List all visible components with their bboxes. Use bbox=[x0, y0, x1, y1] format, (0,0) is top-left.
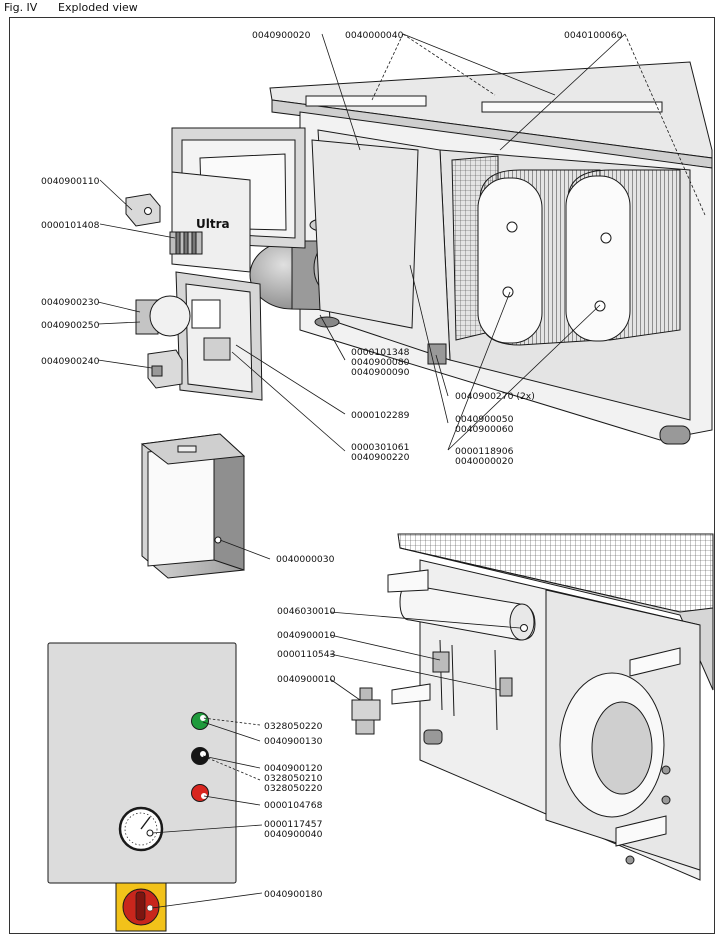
callout-0000102289: 0000102289 bbox=[351, 410, 410, 421]
control-panel bbox=[47, 642, 237, 884]
green-indicator-lamp bbox=[191, 712, 209, 730]
pressure-gauge bbox=[118, 806, 164, 852]
callout-0000104768: 0000104768 bbox=[264, 800, 323, 811]
machine-unit-illustration bbox=[171, 61, 713, 445]
callout-0000110543: 0000110543 bbox=[277, 649, 336, 660]
callout-0040900020: 0040900020 bbox=[252, 30, 311, 41]
callout-0040900120: 0040900120 bbox=[264, 763, 323, 774]
callout-0040900010-b: 0040900010 bbox=[277, 674, 336, 685]
callout-0000301061: 0000301061 bbox=[351, 442, 409, 453]
callout-0040900240: 0040900240 bbox=[41, 356, 100, 367]
callout-0040900050: 0040900050 bbox=[455, 414, 514, 425]
callout-0000101408: 0000101408 bbox=[41, 220, 100, 231]
callout-0000101348: 0000101348 bbox=[351, 347, 410, 358]
leader-lines bbox=[97, 33, 706, 909]
main-switch bbox=[115, 882, 167, 932]
callout-0040900090: 0040900090 bbox=[351, 367, 410, 378]
black-indicator-lamp bbox=[191, 747, 209, 765]
part-prefilter-box-0040000030 bbox=[140, 433, 246, 579]
callout-0040900080: 0040900080 bbox=[351, 357, 410, 368]
callout-0046030010: 0046030010 bbox=[277, 606, 336, 617]
drawing-frame bbox=[9, 17, 715, 934]
callout-0328050210: 0328050210 bbox=[264, 773, 323, 784]
figure-label: Fig. IV bbox=[4, 1, 38, 14]
red-indicator-lamp bbox=[191, 784, 209, 802]
callout-0040000040: 0040000040 bbox=[345, 30, 404, 41]
callout-0040900270: 0040900270 (2x) bbox=[455, 391, 535, 402]
callout-0040900130: 0040900130 bbox=[264, 736, 323, 747]
callout-0040000020: 0040000020 bbox=[455, 456, 514, 467]
callout-0000117457: 0000117457 bbox=[264, 819, 323, 830]
figure-title: Exploded view bbox=[58, 1, 138, 14]
callout-0040900060: 0040900060 bbox=[455, 424, 514, 435]
callout-0328050220-b: 0328050220 bbox=[264, 783, 323, 794]
machine-rear-illustration bbox=[387, 533, 714, 881]
callout-0040900040: 0040900040 bbox=[264, 829, 323, 840]
part-filter-switch-0040900110 bbox=[125, 193, 161, 227]
callout-0040900250: 0040900250 bbox=[41, 320, 100, 331]
callout-0040900180: 0040900180 bbox=[264, 889, 323, 900]
part-relay-0040900230 bbox=[135, 295, 191, 337]
product-label-ultra: Ultra bbox=[196, 217, 230, 231]
callout-0040900010-a: 0040900010 bbox=[277, 630, 336, 641]
part-contactor-0040900240 bbox=[147, 349, 183, 389]
callout-0000118906: 0000118906 bbox=[455, 446, 514, 457]
callout-0040900220: 0040900220 bbox=[351, 452, 410, 463]
callout-0040900110: 0040900110 bbox=[41, 176, 100, 187]
callout-0040900230: 0040900230 bbox=[41, 297, 100, 308]
callout-0328050220-a: 0328050220 bbox=[264, 721, 323, 732]
callout-0040000030: 0040000030 bbox=[276, 554, 335, 565]
part-valve-0040900010 bbox=[351, 687, 381, 735]
callout-0040100060: 0040100060 bbox=[564, 30, 623, 41]
callout-labels: 0040900020 0040000040 0040100060 0040900… bbox=[41, 30, 623, 900]
part-terminal-block-0000101408 bbox=[169, 231, 203, 255]
